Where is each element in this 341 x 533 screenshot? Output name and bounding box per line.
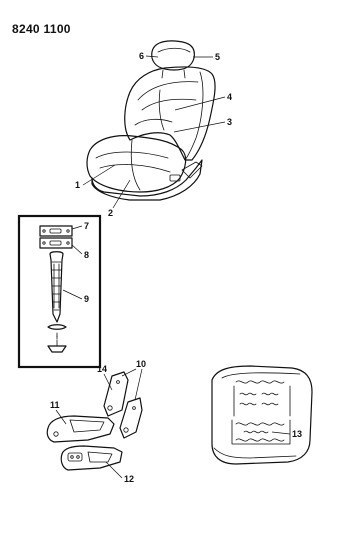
callout-label-14: 14 xyxy=(97,364,107,374)
callout-label-4: 4 xyxy=(227,92,232,102)
callout-label-5: 5 xyxy=(215,52,220,62)
callout-label-13: 13 xyxy=(292,429,302,439)
recliner-rod xyxy=(49,251,64,323)
inset-frame xyxy=(17,214,102,369)
cushion-pad-outline xyxy=(211,365,313,465)
seat-assembly xyxy=(86,40,216,201)
callout-label-2: 2 xyxy=(108,208,113,218)
callout-label-9: 9 xyxy=(84,294,89,304)
retaining-nut xyxy=(47,345,67,353)
side-shield-inner xyxy=(46,415,115,443)
diagram-code: 8240 1100 xyxy=(12,22,71,36)
recliner-parts-inset: 7 8 9 xyxy=(17,214,102,369)
callout-label-6: 6 xyxy=(139,51,144,61)
callout-label-1: 1 xyxy=(75,180,80,190)
washer xyxy=(47,324,67,330)
side-shield-outer xyxy=(60,445,123,471)
seat-base xyxy=(91,159,203,201)
callout-label-3: 3 xyxy=(227,117,232,127)
headrest xyxy=(151,40,195,71)
seat-back xyxy=(124,66,216,161)
callout-label-8: 8 xyxy=(84,250,89,260)
seat-cushion-pad: 13 xyxy=(211,365,313,465)
seat-callouts: 6 5 4 3 1 2 xyxy=(75,51,232,218)
callout-label-10: 10 xyxy=(136,359,146,369)
callout-label-7: 7 xyxy=(84,221,89,231)
bracket-lower xyxy=(39,237,73,249)
callout-label-12: 12 xyxy=(124,474,134,484)
callout-label-11: 11 xyxy=(50,400,60,410)
side-shield-parts: 10 14 11 12 xyxy=(46,359,146,484)
hinge-cover-front xyxy=(103,371,129,417)
hinge-cover-rear xyxy=(119,397,143,439)
bracket-upper xyxy=(39,225,73,237)
